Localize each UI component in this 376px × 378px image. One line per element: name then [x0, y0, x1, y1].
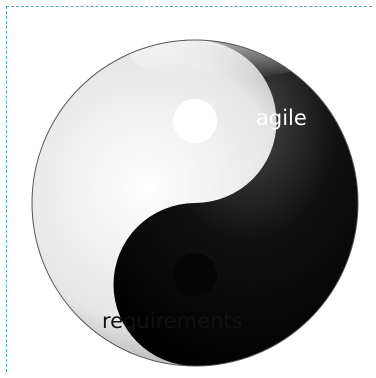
label-requirements: requirements [102, 309, 243, 333]
light-dot [173, 99, 217, 143]
label-agile: agile [256, 106, 307, 130]
disc-rim [31, 39, 359, 367]
dark-half [113, 40, 358, 366]
dark-dot [173, 253, 217, 297]
dashed-frame [6, 6, 372, 372]
